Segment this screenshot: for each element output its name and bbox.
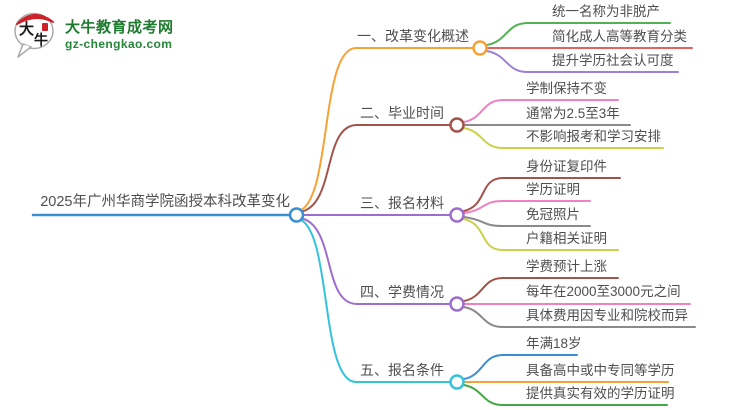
child-link-5-1: [463, 354, 578, 380]
branch-label-1: 一、改革变化概述: [357, 28, 469, 44]
child-label-3-2: 学历证明: [526, 182, 580, 197]
child-link-3-1: [463, 177, 621, 212]
branch-node-circle-4: [449, 296, 465, 312]
child-label-1-3: 提升学历社会认可度: [552, 53, 674, 68]
logo-badge-char-top: 大: [19, 20, 34, 38]
child-link-1-1: [486, 22, 671, 46]
logo-badge-char-bottom: 牛: [34, 32, 48, 48]
branch-node-circle-2: [449, 117, 465, 133]
logo-red-arc: [16, 14, 54, 25]
child-label-2-3: 不影响报考和学习安排: [526, 129, 661, 144]
logo-title: 大牛教育成考网: [65, 19, 174, 36]
branch-label-2: 二、毕业时间: [360, 105, 444, 121]
branch-node-circle-1: [472, 40, 488, 56]
child-label-3-4: 户籍相关证明: [526, 231, 607, 246]
child-link-3-2: [463, 200, 591, 214]
child-label-4-1: 学费预计上涨: [526, 259, 607, 274]
logo-domain: gz-chengkao.com: [65, 37, 173, 51]
child-label-2-1: 学制保持不变: [526, 81, 607, 96]
site-logo: 大 牛 大牛教育成考网 gz-chengkao.com: [12, 10, 174, 60]
child-link-3-3: [463, 216, 591, 227]
child-label-3-3: 免冠照片: [526, 207, 580, 222]
branch-link-2: [299, 124, 451, 213]
child-label-2-2: 通常为2.5至3年: [526, 106, 620, 121]
child-label-3-1: 身份证复印件: [526, 159, 607, 174]
branch-node-circle-5: [449, 374, 465, 390]
child-label-4-2: 每年在2000至3000元之间: [526, 284, 681, 299]
branch-link-5: [298, 218, 451, 383]
child-link-1-3: [486, 50, 679, 73]
root-topic-label: 2025年广州华商学院函授本科改革变化: [40, 194, 290, 210]
child-label-5-2: 具备高中或中专同等学历: [526, 363, 675, 378]
branch-link-4: [299, 217, 451, 305]
child-label-1-2: 简化成人高等教育分类: [552, 29, 687, 44]
child-link-2-3: [463, 127, 664, 149]
logo-seal: [42, 23, 48, 31]
branch-label-4: 四、学费情况: [360, 284, 444, 300]
child-label-1-1: 统一名称为非脱产: [552, 4, 660, 19]
child-label-4-3: 具体费用因专业和院校而异: [526, 308, 688, 323]
logo-bull-icon: 大 牛: [14, 12, 54, 58]
branch-link-1: [298, 47, 474, 212]
branch-label-5: 五、报名条件: [360, 362, 444, 378]
child-label-5-1: 年满18岁: [526, 336, 582, 351]
root-node-circle: [288, 207, 305, 223]
branch-label-3: 三、报名材料: [360, 195, 444, 211]
child-link-3-4: [463, 218, 619, 251]
child-label-5-3: 提供真实有效的学历证明: [526, 386, 675, 401]
child-link-5-3: [463, 384, 668, 406]
child-link-4-3: [463, 306, 696, 328]
branch-node-circle-3: [449, 207, 465, 223]
child-link-2-1: [463, 99, 619, 123]
child-link-4-1: [463, 277, 619, 302]
